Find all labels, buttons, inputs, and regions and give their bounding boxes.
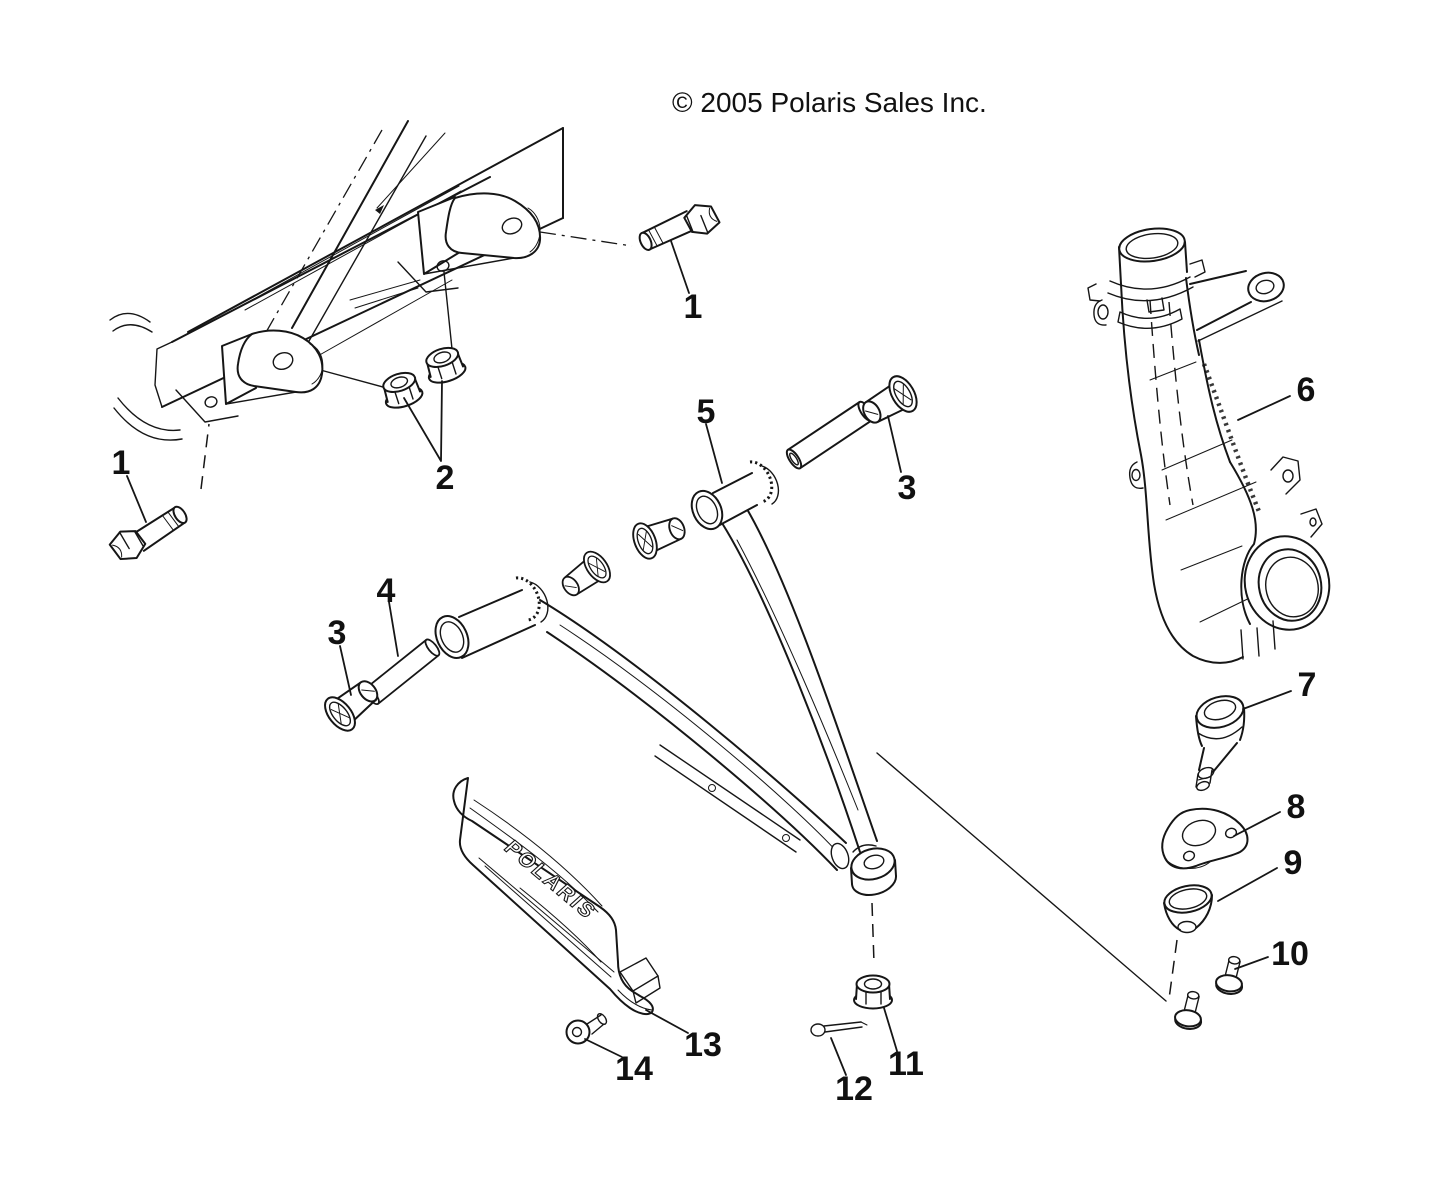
cotter-pin (810, 1021, 868, 1037)
flange-nut-2a (377, 367, 426, 413)
svg-text:1: 1 (112, 444, 131, 482)
svg-text:3: 3 (898, 469, 917, 507)
svg-text:5: 5 (697, 393, 716, 431)
a-arm-guard: POLARIS (452, 777, 661, 1016)
callout-13: 13 (645, 1009, 722, 1064)
a-arm (434, 460, 898, 896)
svg-text:9: 9 (1284, 844, 1303, 882)
bolt-1-left (106, 495, 192, 568)
svg-text:4: 4 (377, 572, 396, 610)
dust-cap (1163, 884, 1213, 934)
screw-10-upper (1213, 953, 1248, 997)
callout-12: 12 (830, 1037, 873, 1108)
callout-5: 5 (697, 393, 723, 484)
copyright-text: © 2005 Polaris Sales Inc. (672, 87, 987, 118)
svg-text:13: 13 (684, 1026, 722, 1064)
callout-2: 2 (403, 380, 455, 497)
callout-6: 6 (1237, 371, 1316, 421)
callout-9: 9 (1217, 844, 1303, 902)
callout-8: 8 (1233, 788, 1306, 837)
callouts: 1 1 2 3 3 4 5 6 (112, 240, 1317, 1108)
callout-7: 7 (1242, 666, 1317, 710)
callout-11: 11 (883, 1007, 924, 1083)
flange-nut-11 (853, 974, 893, 1010)
callout-1-top: 1 (670, 240, 703, 326)
steering-knuckle (1087, 227, 1331, 664)
svg-text:7: 7 (1298, 666, 1317, 704)
bolt-14 (565, 1012, 608, 1045)
callout-4: 4 (377, 572, 399, 657)
callout-3-left: 3 (328, 614, 352, 696)
ball-joint (1195, 695, 1246, 792)
svg-text:12: 12 (835, 1070, 873, 1108)
bushing-middle-a (627, 507, 692, 563)
svg-text:11: 11 (888, 1045, 924, 1083)
screw-10-lower (1172, 988, 1207, 1032)
svg-text:1: 1 (684, 288, 703, 326)
svg-text:8: 8 (1287, 788, 1306, 826)
svg-text:2: 2 (436, 459, 455, 497)
frame-upper-clevis-bracket (349, 192, 542, 309)
frame-lower-clevis-bracket (175, 329, 324, 423)
spacer-tube-right (783, 398, 877, 472)
assembly-lines (200, 231, 1178, 1002)
svg-text:14: 14 (615, 1050, 653, 1088)
bushing-middle-b (554, 546, 617, 606)
bolt-1-top (635, 197, 723, 262)
callout-3-right: 3 (887, 415, 917, 507)
callout-1-left: 1 (112, 444, 147, 523)
svg-text:3: 3 (328, 614, 347, 652)
callout-14: 14 (584, 1038, 653, 1088)
retainer-plate (1161, 807, 1249, 870)
callout-10: 10 (1234, 935, 1309, 973)
svg-text:6: 6 (1297, 371, 1316, 409)
svg-text:10: 10 (1271, 935, 1309, 973)
flange-nut-2b (420, 342, 469, 388)
